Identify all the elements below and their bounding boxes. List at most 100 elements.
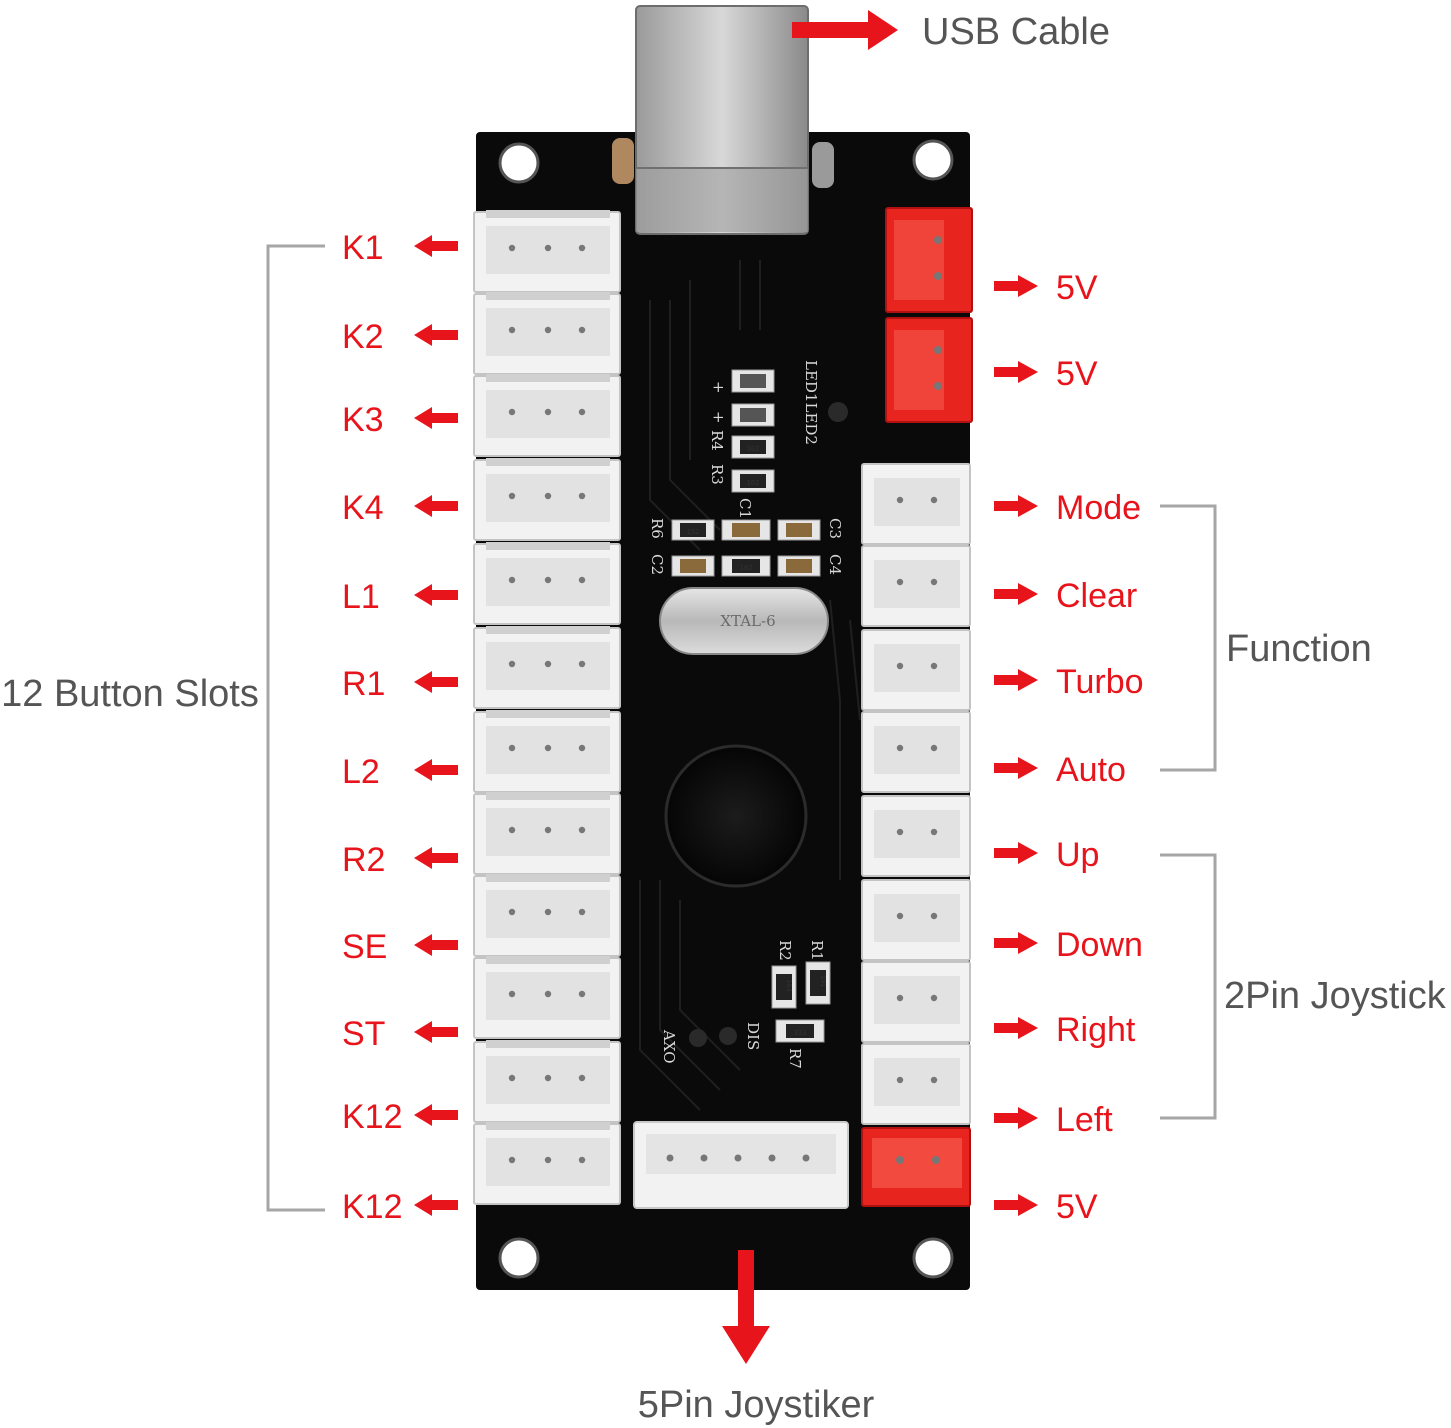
left-arrow-head — [414, 1021, 432, 1043]
connector-pin — [578, 1156, 586, 1164]
connector-pin — [578, 660, 586, 668]
connector-latch — [486, 292, 610, 300]
right-arrow-head — [1018, 842, 1038, 864]
left-connector-column — [473, 210, 621, 1205]
left-arrow-head — [414, 495, 432, 517]
connector-pin — [578, 408, 586, 416]
connector-face — [874, 894, 960, 942]
connector-pin — [508, 660, 516, 668]
function-group-label: Function — [1226, 628, 1372, 670]
left-group-bracket: 12 Button Slots — [1, 244, 325, 1212]
right-label-text: Right — [1056, 1011, 1136, 1049]
right-connector-6 — [861, 879, 971, 961]
joystick-label-up: Up — [994, 836, 1099, 874]
right-arrow-shaft — [994, 1200, 1020, 1210]
right-arrow-head — [1018, 932, 1038, 954]
usb-label: USB Cable — [922, 11, 1110, 53]
connector-pin — [544, 908, 552, 916]
button-label-text: L1 — [342, 578, 380, 616]
left-arrow-shaft — [430, 853, 458, 863]
connector-pin — [578, 826, 586, 834]
connector-latch — [486, 792, 610, 800]
connector-pin — [930, 578, 938, 586]
right-connector-7 — [861, 961, 971, 1043]
left-arrow-head — [414, 407, 432, 429]
left-connector-1 — [473, 210, 621, 293]
right-connector-2 — [861, 545, 971, 627]
left-arrow-shaft — [430, 677, 458, 687]
r3-marking: 102 — [747, 479, 760, 487]
button-label-1: K1 — [342, 229, 458, 267]
connector-face — [874, 810, 960, 858]
connector-pin — [578, 244, 586, 252]
connector-latch — [486, 1040, 610, 1048]
bottom-power-pin-2 — [932, 1156, 940, 1164]
connector-pin — [508, 1156, 516, 1164]
connector-pin — [578, 576, 586, 584]
connector-pin — [544, 660, 552, 668]
button-label-text: SE — [342, 928, 387, 966]
button-label-text: K1 — [342, 229, 384, 267]
lower-smd-group: 101 103 333 R1 R2 R7 DIS AXO — [660, 940, 831, 1069]
connector-pin — [508, 1074, 516, 1082]
right-arrow-shaft — [994, 281, 1020, 291]
left-connector-6 — [473, 626, 621, 709]
usb-bottom-band — [636, 168, 808, 232]
connector-pin — [544, 744, 552, 752]
right-label-text: Clear — [1056, 577, 1137, 615]
power-face — [894, 330, 944, 410]
mount-hole-bottom-left — [498, 1237, 540, 1279]
button-label-4: K4 — [342, 489, 458, 527]
pcb-components: 102 102 + + LED1LED2 R4 R3 C1 152 102 — [648, 360, 848, 1069]
right-label-text: 5V — [1056, 1188, 1098, 1226]
left-group-label: 12 Button Slots — [1, 673, 259, 715]
connector-pin — [896, 1076, 904, 1084]
right-label-text: Down — [1056, 926, 1143, 964]
right-connector-5 — [861, 795, 971, 877]
connector-latch — [486, 542, 610, 550]
right-arrow-shaft — [994, 848, 1020, 858]
connector-pin — [544, 244, 552, 252]
r2-silk: R2 — [776, 940, 794, 961]
axo-silk: AXO — [660, 1029, 678, 1064]
five-pin-arrow-head — [722, 1326, 770, 1364]
connector-pin — [578, 1074, 586, 1082]
left-connector-3 — [473, 374, 621, 457]
right-arrow-shaft — [994, 938, 1020, 948]
button-label-12: K12 — [342, 1188, 458, 1226]
r1-silk: R1 — [808, 940, 826, 961]
connector-pin — [930, 912, 938, 920]
bottom-right-power-connector — [861, 1127, 971, 1207]
right-arrow-head — [1018, 757, 1038, 779]
usb-b-connector — [612, 5, 834, 235]
left-arrow-head — [414, 934, 432, 956]
five-pin-connector — [633, 1121, 849, 1209]
right-arrow-shaft — [994, 589, 1020, 599]
power-label-1: 5V — [994, 269, 1098, 307]
button-label-text: K4 — [342, 489, 384, 527]
right-connector-3 — [861, 629, 971, 711]
right-label-text: 5V — [1056, 269, 1098, 307]
left-connector-10 — [473, 956, 621, 1039]
connector-pin — [508, 244, 516, 252]
connector-pin — [508, 744, 516, 752]
c2-silk: C2 — [648, 554, 666, 575]
left-connector-2 — [473, 292, 621, 375]
left-arrow-head — [414, 584, 432, 606]
function-label-mode: Mode — [994, 489, 1141, 527]
connector-pin — [930, 994, 938, 1002]
left-arrow-shaft — [430, 501, 458, 511]
right-power-connector-2 — [885, 317, 973, 423]
connector-latch — [486, 210, 610, 218]
left-arrow-shaft — [430, 330, 458, 340]
left-arrow-shaft — [430, 590, 458, 600]
usb-arrow-shaft — [792, 22, 872, 38]
r6-silk: R6 — [648, 518, 666, 539]
connector-pin — [930, 1076, 938, 1084]
left-arrow-head — [414, 1194, 432, 1216]
right-power-connector-1 — [885, 207, 973, 313]
right-connector-column — [861, 463, 971, 1125]
connector-pin — [544, 1156, 552, 1164]
connector-pin — [896, 744, 904, 752]
